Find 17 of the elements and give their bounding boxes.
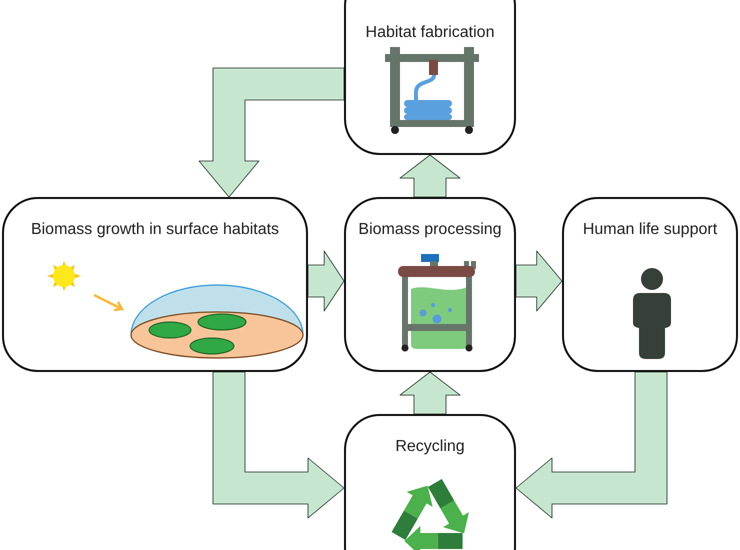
block-arrow bbox=[400, 154, 460, 198]
node-title: Recycling bbox=[394, 438, 466, 456]
node-title: Human life support bbox=[582, 221, 718, 239]
process-box bbox=[344, 0, 516, 155]
block-arrow bbox=[198, 68, 344, 198]
process-box bbox=[344, 414, 516, 550]
block-arrow bbox=[400, 372, 460, 414]
process-box bbox=[2, 197, 308, 372]
block-arrow bbox=[516, 250, 562, 312]
block-arrow bbox=[516, 372, 668, 518]
block-arrow bbox=[308, 250, 344, 312]
node-title: Habitat fabrication bbox=[364, 24, 496, 42]
block-arrow bbox=[212, 372, 344, 518]
node-title: Biomass growth in surface habitats bbox=[30, 221, 280, 239]
process-box bbox=[562, 197, 738, 372]
node-title: Biomass processing bbox=[357, 221, 503, 239]
process-box bbox=[344, 197, 516, 372]
